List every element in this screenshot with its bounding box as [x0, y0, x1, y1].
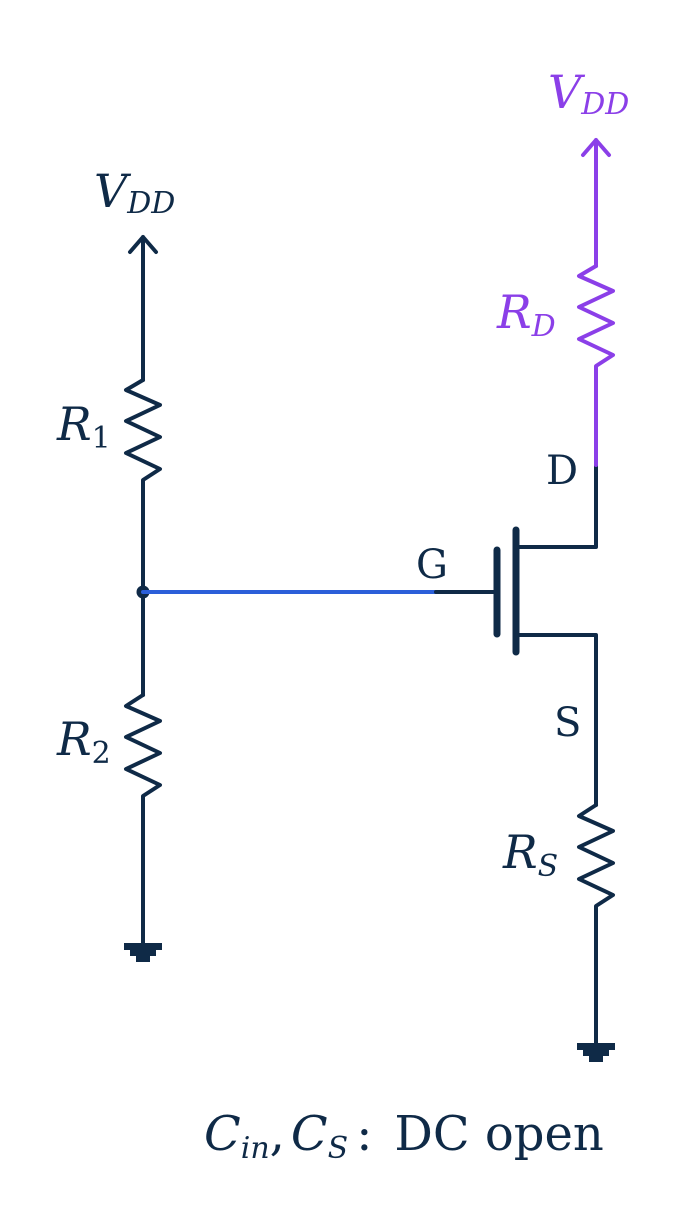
vdd-right-arrow-icon	[581, 138, 611, 268]
drain-pin-label: D	[546, 448, 578, 494]
mosfet-icon	[434, 463, 598, 807]
ground-right-icon	[577, 1043, 615, 1062]
r1-resistor-icon	[124, 378, 162, 697]
r2-resistor-icon	[124, 693, 162, 947]
rd-label: RD	[496, 285, 556, 344]
vdd-left-label: VDD	[94, 164, 175, 221]
r2-label: R2	[56, 712, 111, 771]
left-branch	[124, 235, 162, 947]
rs-resistor-icon	[577, 803, 615, 1047]
source-pin-label: S	[554, 700, 581, 746]
caption: Cin,CS:DC open	[204, 1106, 604, 1166]
source-branch	[577, 803, 615, 1047]
rs-label: RS	[502, 825, 558, 884]
drain-branch	[577, 138, 615, 467]
r1-label: R1	[56, 397, 111, 456]
rd-resistor-icon	[577, 264, 615, 467]
gate-pin-label: G	[416, 542, 448, 588]
ground-left-icon	[124, 943, 162, 962]
vdd-right-label: VDD	[548, 65, 629, 122]
vdd-left-arrow-icon	[128, 235, 158, 382]
